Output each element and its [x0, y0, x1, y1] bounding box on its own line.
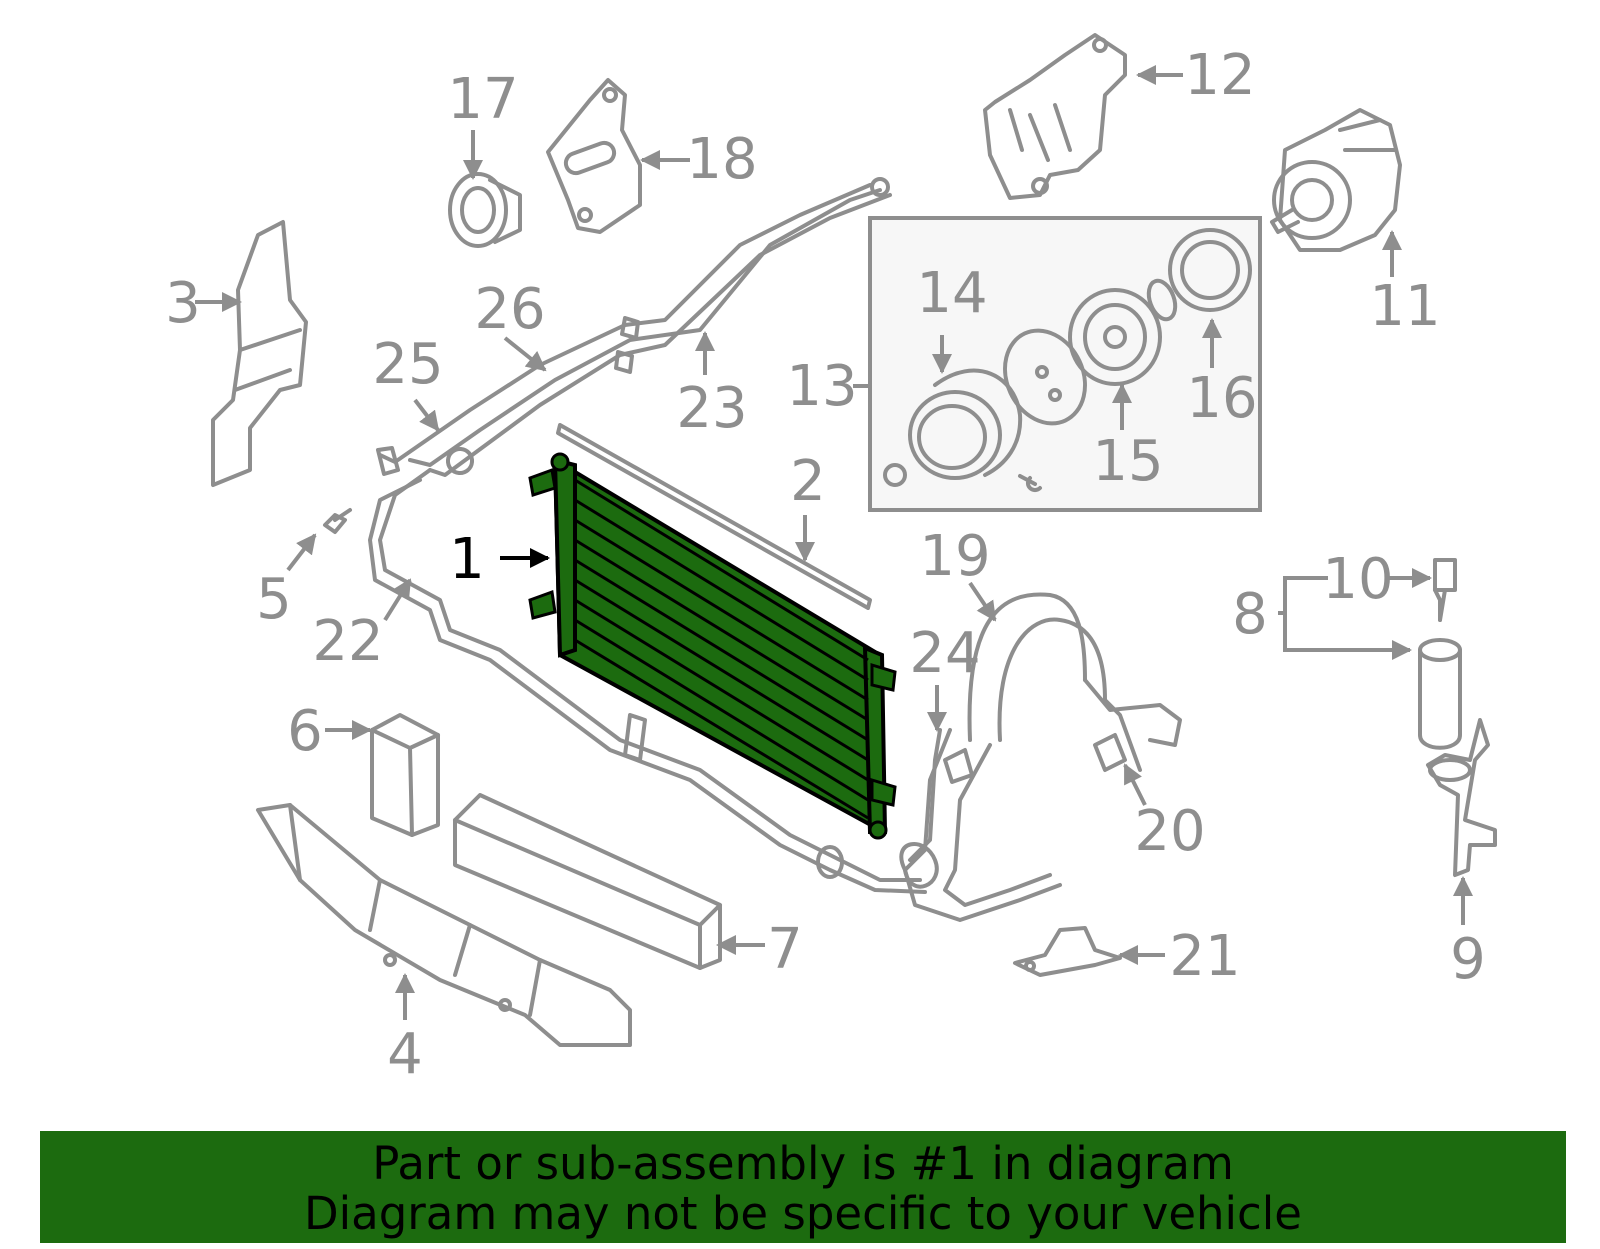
part-21-bracket — [1013, 926, 1122, 977]
callout-1: 1 — [449, 527, 485, 592]
callout-14: 14 — [916, 261, 987, 326]
callout-2: 2 — [790, 449, 826, 514]
callout-3: 3 — [165, 271, 201, 336]
part-11-compressor — [1270, 108, 1402, 252]
info-banner: Part or sub-assembly is #1 in diagram Di… — [40, 1131, 1566, 1243]
part-8-receiver-drier — [1418, 558, 1462, 750]
part-7-energy-absorber — [453, 793, 722, 970]
callout-19: 19 — [919, 524, 990, 589]
part-12-mount-bracket — [983, 33, 1127, 200]
callout-24: 24 — [909, 621, 980, 686]
banner-line-2: Diagram may not be specific to your vehi… — [304, 1187, 1302, 1240]
callout-4: 4 — [387, 1022, 423, 1087]
callout-17: 17 — [447, 67, 518, 132]
part-4-bumper-reinforcement — [256, 803, 632, 1047]
callout-5: 5 — [256, 567, 292, 632]
callout-7: 7 — [767, 917, 803, 982]
callout-25: 25 — [372, 332, 443, 397]
part-3-shield — [211, 220, 308, 487]
part-9-drier-bracket — [1426, 718, 1497, 877]
part-19-20-24-hoses — [899, 592, 1182, 922]
callout-11: 11 — [1369, 274, 1440, 339]
callout-12: 12 — [1184, 43, 1255, 108]
callout-8: 8 — [1232, 582, 1268, 647]
part-23-26-lines — [376, 177, 892, 477]
callout-labels: 1 2 3 4 5 6 7 8 9 10 11 12 13 14 15 16 1… — [165, 43, 1486, 1087]
part-1-condenser — [528, 452, 897, 840]
callout-26: 26 — [474, 277, 545, 342]
callout-arrows — [195, 65, 1473, 1020]
part-2-seal-strip — [556, 423, 872, 610]
part-18-bracket — [546, 78, 642, 234]
part-22-hose-line — [368, 468, 927, 894]
callout-21: 21 — [1169, 924, 1240, 989]
callout-16: 16 — [1186, 366, 1257, 431]
callout-9: 9 — [1450, 927, 1486, 992]
part-5-valve — [323, 508, 352, 534]
callout-13: 13 — [786, 354, 857, 419]
callout-15: 15 — [1092, 429, 1163, 494]
callout-20: 20 — [1134, 799, 1205, 864]
callout-10: 10 — [1322, 547, 1393, 612]
banner-line-1: Part or sub-assembly is #1 in diagram — [372, 1137, 1234, 1190]
callout-23: 23 — [676, 376, 747, 441]
part-17-pulley — [448, 172, 522, 248]
callout-18: 18 — [686, 127, 757, 192]
callout-22: 22 — [312, 609, 383, 674]
callout-6: 6 — [287, 699, 323, 764]
part-6-sensor-box — [370, 713, 440, 837]
